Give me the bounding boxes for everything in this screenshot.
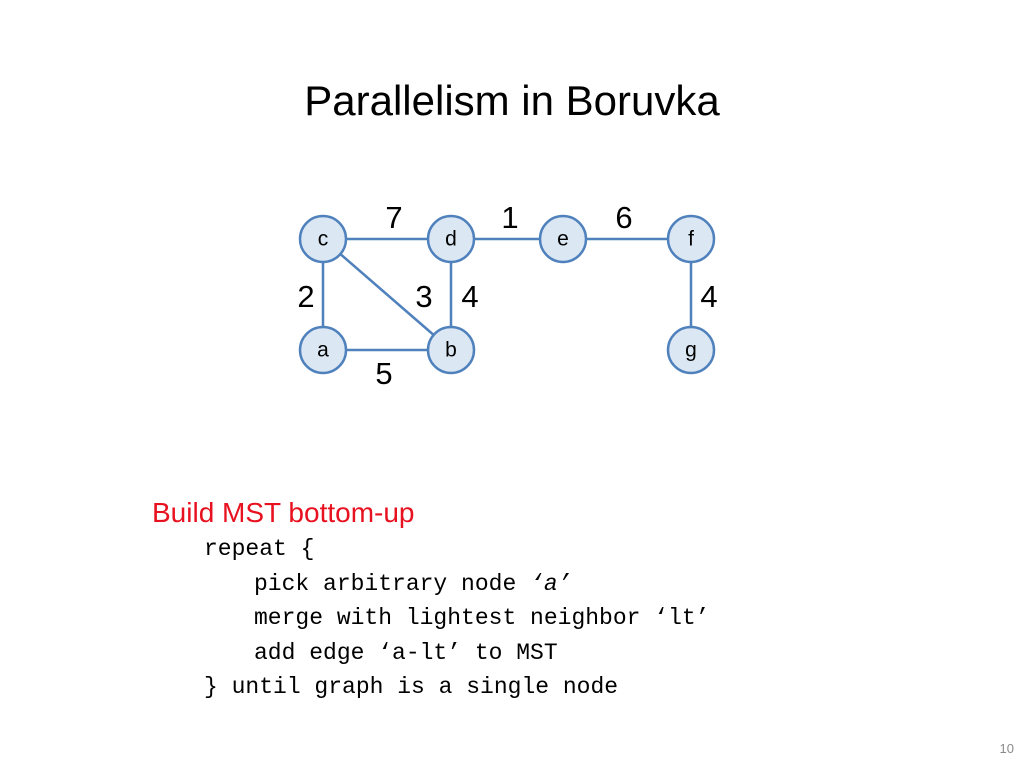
node-label-f: f [688, 228, 694, 251]
edge-weight-c-d: 7 [385, 200, 402, 235]
code-pick-variable: ‘a’ [530, 570, 572, 597]
edge-weight-c-a: 2 [297, 279, 314, 314]
node-e: e [538, 214, 588, 264]
node-d: d [426, 214, 476, 264]
node-label-d: d [445, 228, 457, 251]
code-line-add: add edge ‘a-lt’ to MST [254, 639, 558, 666]
node-label-g: g [685, 339, 697, 362]
node-label-a: a [317, 339, 329, 362]
node-b: b [426, 325, 476, 375]
node-circle-f [666, 214, 716, 264]
node-circle-e [538, 214, 588, 264]
edge-weight-c-b: 3 [415, 279, 432, 314]
edge-weight-e-f: 6 [615, 200, 632, 235]
edge-layer [321, 237, 693, 352]
node-layer: c d e f a b g [298, 214, 716, 375]
code-line-repeat: repeat { [204, 536, 315, 562]
node-circle-d [426, 214, 476, 264]
node-g: g [666, 325, 716, 375]
code-pick-text: pick arbitrary node [254, 570, 531, 597]
page-number: 10 [999, 741, 1014, 756]
pseudocode-block: Build MST bottom-up repeat { pick arbitr… [152, 494, 709, 705]
edge-c-b [322, 238, 452, 351]
code-line-merge: merge with lightest neighbor ‘lt’ [254, 605, 710, 631]
node-circle-c [298, 214, 348, 264]
slide-title: Parallelism in Boruvka [304, 77, 720, 125]
node-label-b: b [445, 339, 457, 362]
node-f: f [666, 214, 716, 264]
edge-weight-d-e: 1 [501, 200, 518, 235]
node-label-c: c [318, 228, 329, 251]
edge-weight-d-b: 4 [461, 279, 478, 314]
node-c: c [298, 214, 348, 264]
node-circle-g [666, 325, 716, 375]
pseudocode-heading: Build MST bottom-up [152, 497, 415, 528]
node-label-e: e [557, 228, 569, 251]
node-circle-a [298, 325, 348, 375]
edge-weight-a-b: 5 [375, 356, 392, 391]
code-line-until: } until graph is a single node [204, 674, 619, 700]
code-line-pick: pick arbitrary node ‘a’ [152, 567, 709, 602]
edge-weight-f-g: 4 [700, 279, 717, 314]
node-a: a [298, 325, 348, 375]
node-circle-b [426, 325, 476, 375]
